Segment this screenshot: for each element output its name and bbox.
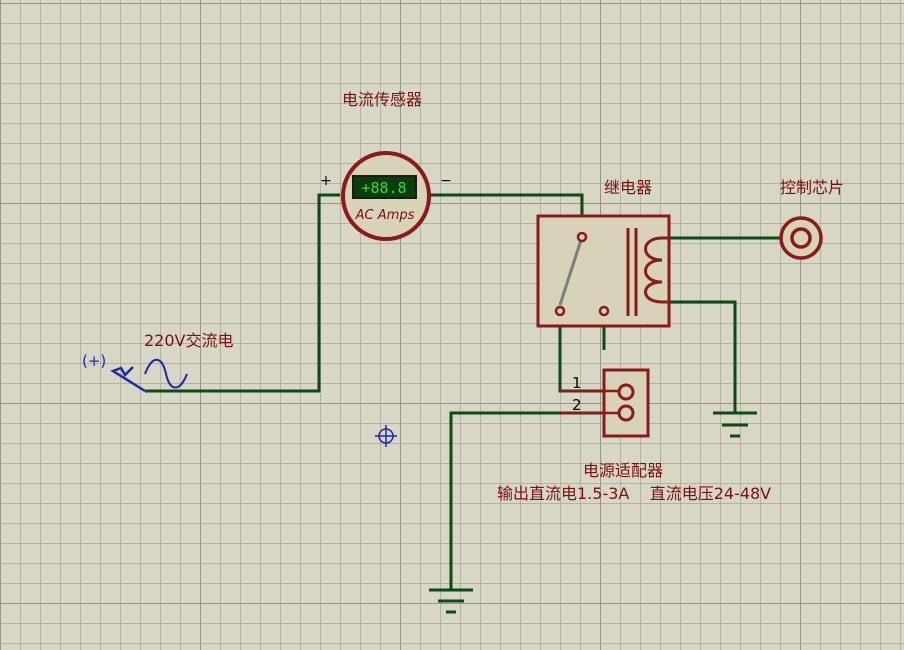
wire-relay-coil-to-ground [668, 300, 737, 413]
adapter-body [602, 368, 650, 438]
ammeter-plus-terminal: + [320, 173, 332, 189]
ammeter-reading: +88.8 [361, 179, 406, 197]
ground-icon [429, 588, 473, 614]
current-sensor-label: 电流传感器 [342, 90, 422, 109]
sine-wave-icon [144, 358, 188, 389]
adapter-pin2-label: 2 [572, 396, 582, 414]
ac-source[interactable]: (+) [82, 352, 188, 393]
power-adapter-spec: 输出直流电1.5-3A 直流电压24-48V [497, 484, 771, 503]
chip-terminal-inner [790, 227, 812, 249]
control-chip-terminal[interactable] [779, 216, 823, 260]
ac-source-label: 220V交流电 [144, 331, 234, 350]
ammeter-minus-terminal: − [440, 173, 452, 189]
ammeter-display [352, 175, 417, 199]
power-adapter-label: 电源适配器 [583, 461, 663, 480]
relay-label: 继电器 [604, 178, 652, 197]
ac-source-polarity: (+) [82, 352, 106, 370]
chip-terminal-outer [779, 216, 823, 260]
origin-marker-icon [375, 425, 397, 447]
wires [145, 193, 780, 590]
wire-source-to-meter [145, 193, 340, 393]
control-chip-label: 控制芯片 [780, 178, 844, 197]
power-adapter-connector[interactable]: 1 2 [560, 368, 650, 438]
relay-switch-blade [558, 239, 583, 306]
relay-common-contact [576, 231, 588, 243]
relay-no-contact [554, 305, 566, 317]
relay-coil [644, 236, 668, 304]
ammeter-unit: AC Amps [355, 208, 415, 223]
ground-icon [713, 411, 757, 438]
relay[interactable] [536, 214, 671, 328]
ac-source-terminal-icon [110, 366, 146, 393]
wire-adapter-pin2-to-ground [449, 411, 605, 590]
adapter-pin1-label: 1 [572, 374, 582, 392]
relay-nc-contact [598, 305, 610, 317]
ac-ammeter[interactable]: +88.8 AC Amps + − [320, 151, 452, 241]
